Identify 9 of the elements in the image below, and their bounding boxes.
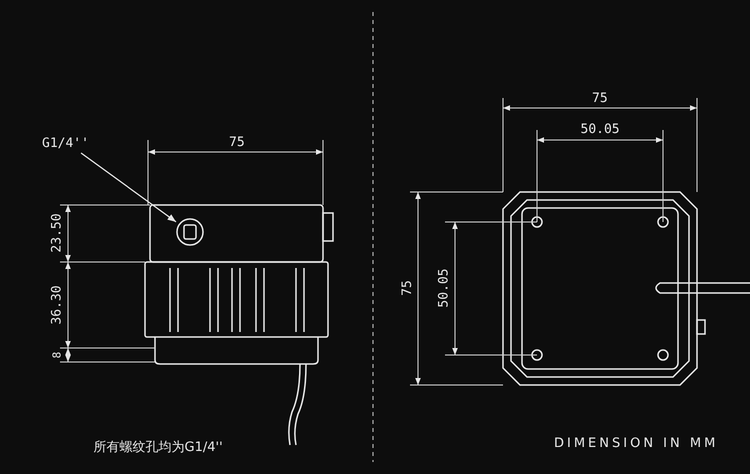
dimension-label: 8 — [50, 352, 64, 358]
note-text: 所有螺纹孔均为G1/4'' — [94, 441, 223, 455]
dimension-label: 75 — [400, 280, 415, 296]
leader-line — [80, 152, 176, 222]
dimension-label: 36.30 — [50, 285, 64, 325]
port-circle — [176, 218, 204, 246]
callout-label: G1/4'' — [42, 137, 98, 153]
dimension-label: 50.05 — [437, 268, 452, 308]
dimension-label: 23.50 — [50, 213, 64, 253]
